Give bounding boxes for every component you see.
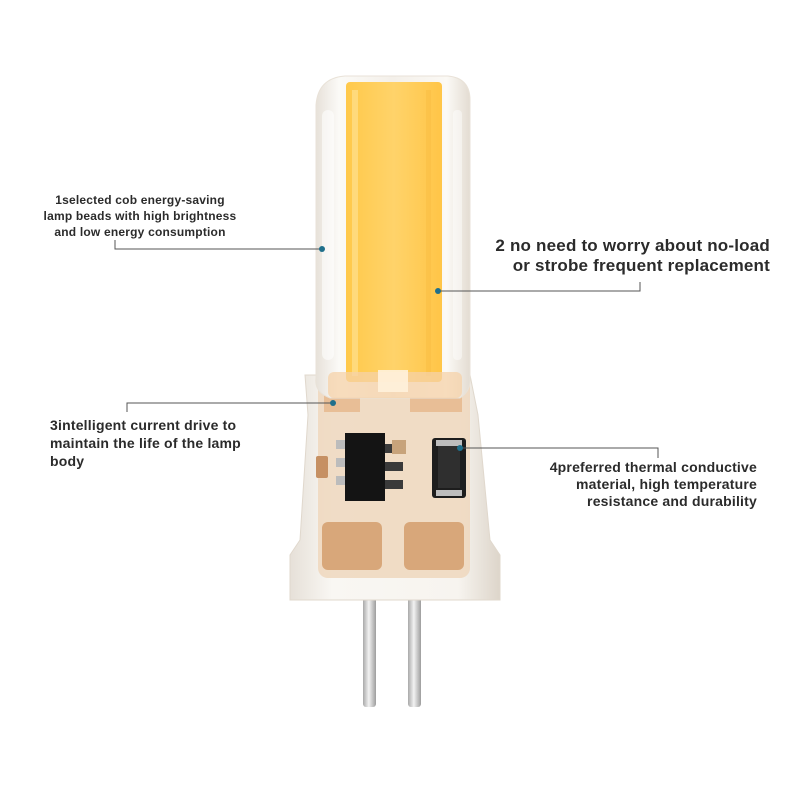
callout-1-line-2: lamp beads with high brightness <box>43 209 237 223</box>
callout-2-line-2: or strobe frequent replacement <box>512 256 770 275</box>
bulb-base <box>289 374 501 601</box>
callout-line-4 <box>460 447 659 458</box>
callout-3-text: 3intelligent current drive to maintain t… <box>50 416 290 470</box>
callout-line-3 <box>126 402 333 412</box>
driver-chip <box>345 433 385 501</box>
callout-dot-1 <box>319 246 325 252</box>
callout-3-line-3: body <box>50 453 85 469</box>
callout-dot-4 <box>457 445 463 451</box>
callout-2-text: 2 no need to worry about no-load or stro… <box>440 236 770 276</box>
copper-pad-right <box>404 522 464 570</box>
cob-led-strip <box>346 82 442 382</box>
callout-1-text: 1selected cob energy-saving lamp beads w… <box>10 192 270 240</box>
callout-2-line-1: 2 no need to worry about no-load <box>495 236 770 255</box>
callout-lines <box>114 240 659 458</box>
callout-4-line-2: material, high temperature <box>575 476 757 492</box>
copper-pad-left <box>322 522 382 570</box>
callout-dot-2 <box>435 288 441 294</box>
left-pin <box>363 575 376 707</box>
callout-4-text: 4preferred thermal conductive material, … <box>455 459 757 510</box>
callout-dots <box>319 246 463 451</box>
silicone-shell <box>315 75 471 399</box>
callout-line-2 <box>438 282 641 292</box>
callout-4-line-1: 4preferred thermal conductive <box>549 459 757 475</box>
callout-4-line-3: resistance and durability <box>587 493 757 509</box>
callout-1-line-1: 1selected cob energy-saving <box>55 193 225 207</box>
callout-3-line-2: maintain the life of the lamp <box>50 435 241 451</box>
callout-1-line-3: and low energy consumption <box>54 225 226 239</box>
right-pin <box>408 575 421 707</box>
callout-line-1 <box>114 240 322 250</box>
bi-pin-connector <box>363 575 421 707</box>
callout-dot-3 <box>330 400 336 406</box>
callout-3-line-1: 3intelligent current drive to <box>50 417 237 433</box>
